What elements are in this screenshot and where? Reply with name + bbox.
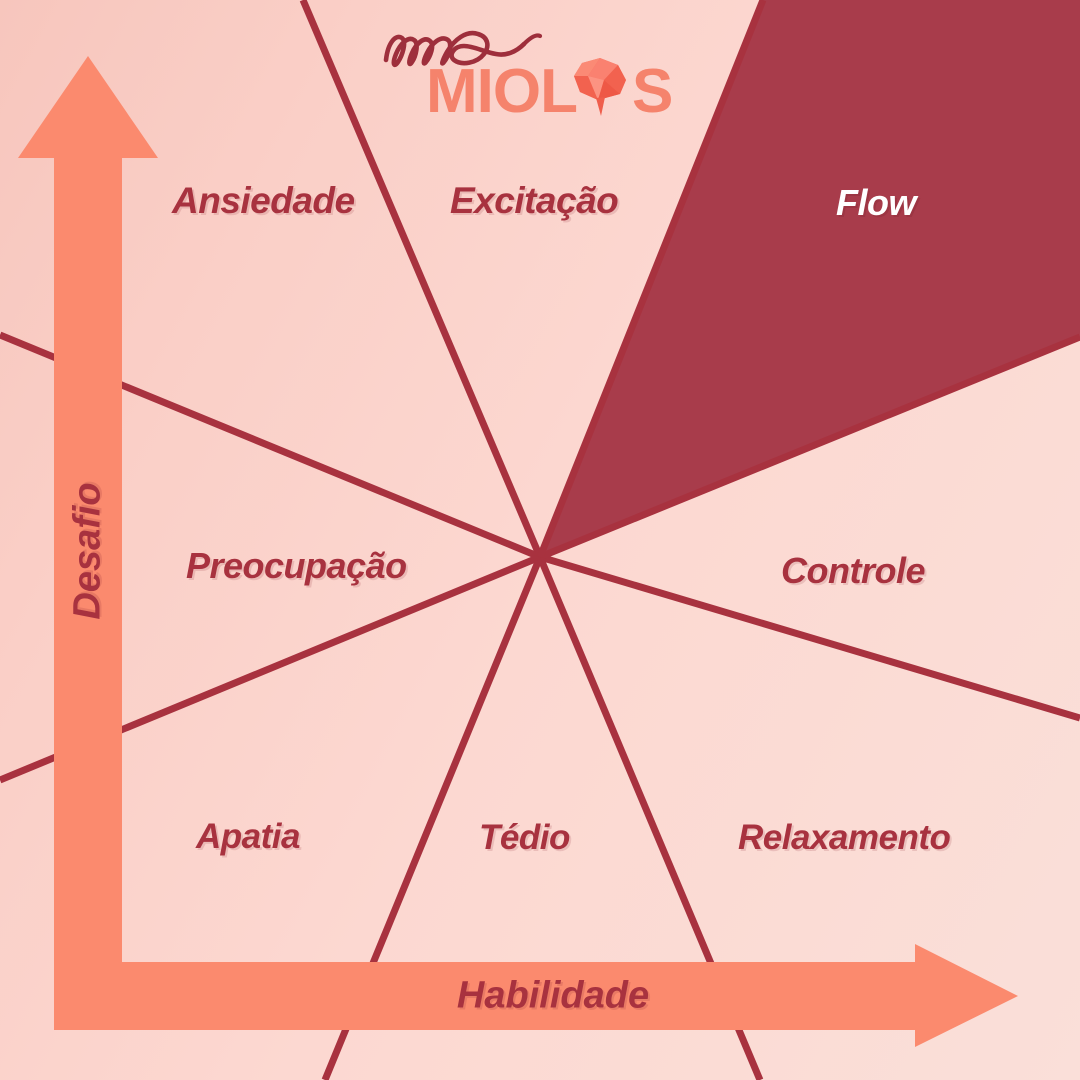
divider-line-1	[299, 0, 544, 559]
sector-label-controle: Controle	[781, 550, 926, 591]
logo-script-tail	[521, 33, 543, 47]
sector-label-flow: Flow	[836, 182, 916, 223]
sector-label-tedio: Tédio	[479, 818, 570, 857]
sector-label-preocupacao: Preocupação	[186, 545, 407, 586]
divider-line-6	[538, 553, 1080, 722]
sector-label-ansiedade: Ansiedade	[172, 180, 355, 221]
logo-artwork: MIOL S	[383, 30, 673, 122]
vertical-axis-arrow	[18, 56, 158, 1030]
divider-line-7	[538, 333, 1080, 561]
logo-block-miol: MIOL	[426, 57, 577, 122]
sector-label-apatia: Apatia	[196, 817, 300, 856]
logo-block-s: S	[632, 57, 672, 122]
divider-line-8	[536, 0, 767, 559]
brain-icon	[574, 58, 626, 116]
brand-logo: MIOL S	[378, 12, 688, 122]
sector-label-relaxamento: Relaxamento	[738, 818, 951, 857]
logo-script-meus	[383, 30, 527, 68]
vertical-axis-label: Desafio	[66, 482, 109, 620]
sector-label-excitacao: Excitação	[450, 180, 619, 221]
horizontal-axis-arrow	[54, 944, 1018, 1047]
flow-highlight-wedge	[540, 0, 1080, 557]
horizontal-axis-label: Habilidade	[456, 974, 650, 1017]
